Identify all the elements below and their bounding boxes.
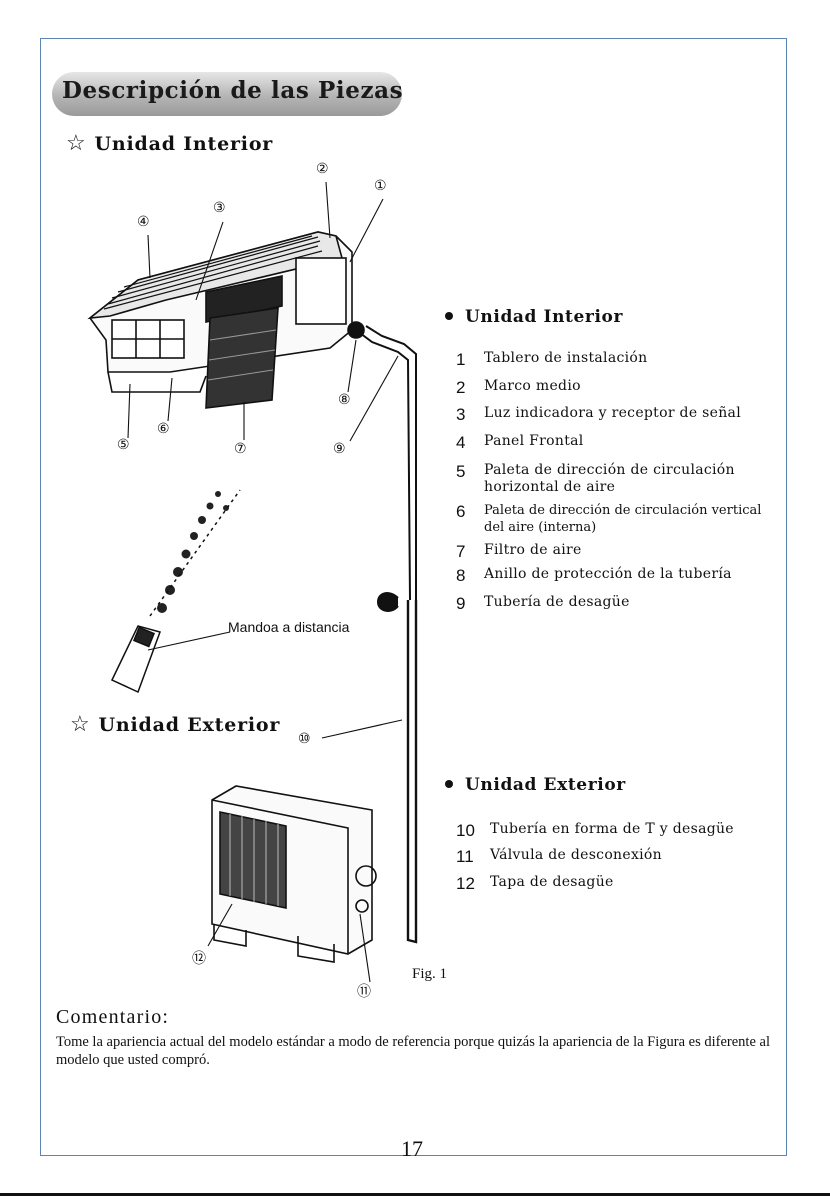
callout-9: ⑨ [333,441,346,457]
callout-7: ⑦ [234,441,247,457]
page-frame [40,38,787,1156]
list-item: 6 Paleta de dirección de circulación vert… [456,502,761,536]
item-label: Panel Frontal [484,433,584,449]
indoor-section-heading: ☆ Unidad Interior [66,131,273,156]
item-label: Marco medio [484,378,581,394]
list-item: 1 Tablero de instalación [456,350,647,370]
callout-6: ⑥ [157,421,170,437]
bullet-icon [445,312,453,320]
item-label: Filtro de aire [484,542,582,558]
callout-1: ① [374,178,387,194]
item-label: Tablero de instalación [484,350,648,366]
drain-pipe [355,325,418,944]
indoor-section-title: Unidad Interior [94,133,274,155]
item-number: 2 [456,378,466,397]
figure-label: Fig. 1 [412,966,448,982]
item-number: 11 [456,847,474,866]
list-item: 4 Panel Frontal [456,433,584,453]
list-item: 10 Tubería en forma de T y desagüe [456,821,734,841]
indoor-unit-illustration [87,231,365,409]
callout-2: ② [316,161,329,177]
outdoor-section-heading: ☆ Unidad Exterior [70,712,280,737]
callout-4: ④ [137,214,150,230]
item-number: 6 [456,502,466,521]
remote-illustration [110,489,241,694]
leader-lines [127,181,403,983]
list-item: 7 Filtro de aire [456,542,582,562]
list-item: 11 Válvula de desconexión [456,847,662,867]
outdoor-list-heading: Unidad Exterior [445,775,626,795]
item-label: Válvula de desconexión [490,847,662,863]
star-icon: ☆ [70,712,91,737]
item-label: Anillo de protección de la tubería [484,566,732,582]
item-number: 1 [456,350,466,369]
item-number: 4 [456,433,466,452]
page-number: 17 [401,1136,423,1161]
item-number: 7 [456,542,466,561]
list-item: 8 Anillo de protección de la tubería [456,566,732,586]
callout-11: ⑪ [357,984,371,1000]
item-number: 3 [456,405,466,424]
item-label: Luz indicadora y receptor de señal [484,405,741,421]
list-item: 12 Tapa de desagüe [456,874,614,894]
list-item: 2 Marco medio [456,378,581,398]
callout-8: ⑧ [338,392,351,408]
item-number: 9 [456,594,466,613]
item-number: 10 [456,821,475,840]
item-number: 12 [456,874,475,893]
indoor-list-title: Unidad Interior [465,307,624,327]
comment-text: Tome la apariencia actual del modelo est… [56,1034,770,1068]
outdoor-section-title: Unidad Exterior [98,714,281,736]
item-number: 5 [456,462,466,481]
star-icon: ☆ [66,131,87,156]
item-label: Paleta de dirección de circulación verti… [484,503,762,535]
remote-label: Mandoa a distancia [228,619,350,635]
page-title: Descripción de las Piezas [62,77,404,104]
list-item: 5 Paleta de dirección de circulación hori… [456,462,735,496]
item-number: 8 [456,566,466,585]
item-label: Paleta de dirección de circulación horiz… [484,462,735,495]
title-background [52,72,402,116]
comment-title: Comentario: [56,1006,170,1028]
list-item: 3 Luz indicadora y receptor de señal [456,405,741,425]
list-item: 9 Tubería de desagüe [456,594,630,614]
bullet-icon [445,780,453,788]
callout-12: ⑫ [192,951,206,967]
bottom-rule [0,1193,830,1196]
outdoor-list-title: Unidad Exterior [465,775,626,795]
outdoor-unit-illustration [211,785,377,963]
callout-5: ⑤ [117,437,130,453]
indoor-list-heading: Unidad Interior [445,307,623,327]
item-label: Tapa de desagüe [490,874,614,890]
item-label: Tubería en forma de T y desagüe [490,821,734,837]
callout-3: ③ [213,200,226,216]
callout-10: ⑩ [298,731,311,747]
item-label: Tubería de desagüe [484,594,630,610]
